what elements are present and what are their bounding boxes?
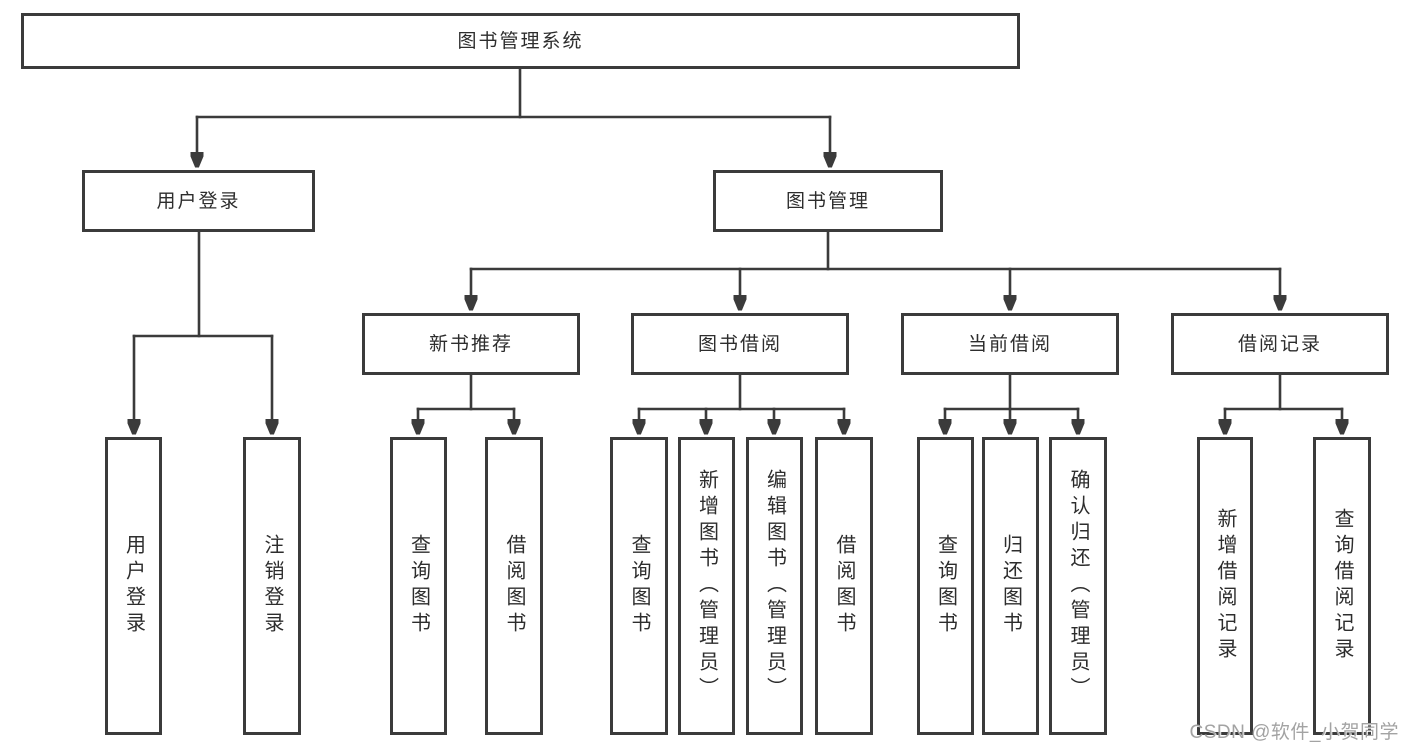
node-borrowing-records: 借阅记录	[1171, 313, 1389, 375]
leaf-edit-books-admin-label: 编辑图书（管理员）	[763, 469, 786, 703]
node-library-system: 图书管理系统	[21, 13, 1020, 69]
leaf-query-books-borrowing: 查询图书	[610, 437, 668, 735]
leaf-add-books-admin-label: 新增图书（管理员）	[695, 469, 718, 703]
leaf-logout-label: 注销登录	[261, 534, 283, 638]
leaf-borrow-books-recommend: 借阅图书	[485, 437, 543, 735]
leaf-query-books-current: 查询图书	[917, 437, 974, 735]
leaf-query-books-current-label: 查询图书	[934, 534, 957, 638]
leaf-return-books: 归还图书	[982, 437, 1039, 735]
csdn-watermark: CSDN @软件_小贺同学	[1189, 722, 1399, 743]
node-book-borrowing-label: 图书借阅	[697, 333, 782, 355]
leaf-user-login-label: 用户登录	[122, 534, 145, 638]
node-book-management: 图书管理	[713, 170, 943, 232]
leaf-borrow-books-label: 借阅图书	[833, 534, 855, 638]
node-borrowing-records-label: 借阅记录	[1237, 333, 1322, 355]
leaf-confirm-return-admin-label: 确认归还（管理员）	[1067, 469, 1089, 703]
node-user-login: 用户登录	[82, 170, 315, 232]
leaf-query-books-recommend: 查询图书	[390, 437, 447, 735]
leaf-logout: 注销登录	[243, 437, 301, 735]
leaf-confirm-return-admin: 确认归还（管理员）	[1049, 437, 1107, 735]
node-user-login-label: 用户登录	[156, 190, 241, 212]
node-book-management-label: 图书管理	[785, 190, 870, 212]
leaf-borrow-books-recommend-label: 借阅图书	[503, 534, 525, 638]
node-new-book-recommend: 新书推荐	[362, 313, 580, 375]
leaf-add-borrow-record-label: 新增借阅记录	[1214, 508, 1236, 664]
leaf-query-books-borrowing-label: 查询图书	[628, 534, 650, 638]
node-new-book-recommend-label: 新书推荐	[428, 333, 513, 355]
node-library-system-label: 图书管理系统	[457, 30, 584, 52]
node-current-borrowing-label: 当前借阅	[967, 333, 1052, 355]
node-current-borrowing: 当前借阅	[901, 313, 1119, 375]
leaf-query-borrow-record: 查询借阅记录	[1313, 437, 1371, 735]
leaf-query-books-recommend-label: 查询图书	[407, 534, 430, 638]
leaf-return-books-label: 归还图书	[999, 534, 1022, 638]
leaf-edit-books-admin: 编辑图书（管理员）	[746, 437, 803, 735]
leaf-add-borrow-record: 新增借阅记录	[1197, 437, 1253, 735]
leaf-query-borrow-record-label: 查询借阅记录	[1331, 508, 1353, 664]
leaf-user-login: 用户登录	[105, 437, 162, 735]
node-book-borrowing: 图书借阅	[631, 313, 849, 375]
leaf-borrow-books: 借阅图书	[815, 437, 873, 735]
leaf-add-books-admin: 新增图书（管理员）	[678, 437, 735, 735]
